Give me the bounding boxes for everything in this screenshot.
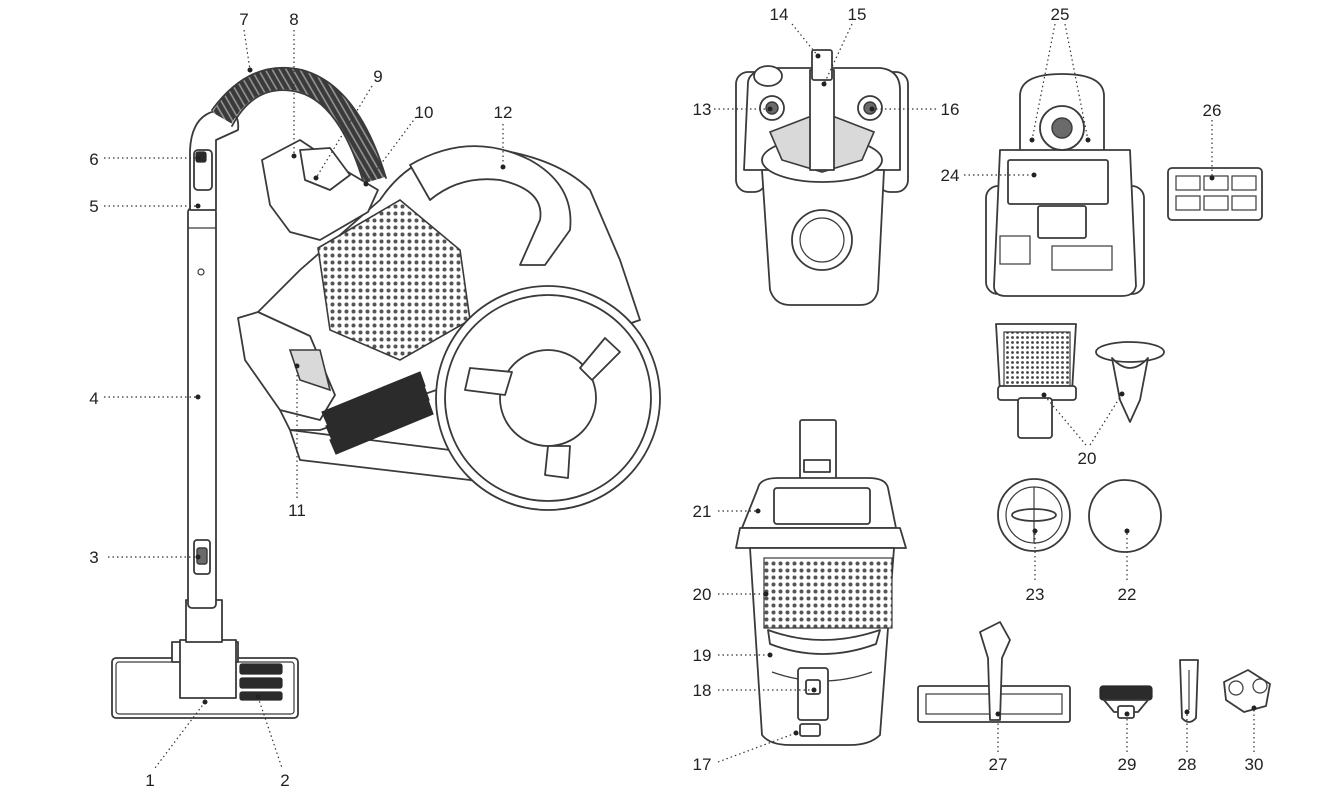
telescopic-tube — [185, 207, 223, 643]
foam-filter-disc — [997, 478, 1071, 552]
callout-28: 28 — [1178, 755, 1197, 774]
callout-13: 13 — [693, 100, 712, 119]
floor-tool — [917, 621, 1071, 723]
hose — [211, 66, 387, 185]
tool-holder-clip — [1223, 669, 1271, 713]
callout-1: 1 — [145, 771, 154, 790]
vacuum-body — [237, 139, 641, 501]
side-vents — [321, 371, 434, 455]
dust-container — [735, 419, 907, 746]
callout-20-container: 20 — [693, 585, 712, 604]
grille-filter — [1167, 167, 1263, 221]
callout-11: 11 — [288, 501, 306, 520]
callout-16: 16 — [941, 100, 960, 119]
callout-numbers: 1 2 3 4 5 6 7 8 9 10 11 12 13 14 15 16 1… — [89, 5, 1263, 790]
callout-14: 14 — [770, 5, 789, 24]
crevice-tool — [1179, 659, 1199, 723]
callout-12: 12 — [494, 103, 513, 122]
callout-27: 27 — [989, 755, 1008, 774]
floor-brush — [111, 639, 299, 719]
callout-9: 9 — [373, 67, 382, 86]
cyclone-filter-set — [995, 323, 1165, 439]
callout-26: 26 — [1203, 101, 1222, 120]
callout-25: 25 — [1051, 5, 1070, 24]
callout-24: 24 — [941, 166, 960, 185]
rear-view — [985, 73, 1145, 297]
wheel — [435, 285, 661, 511]
callout-leaders — [104, 23, 1257, 769]
upholstery-brush — [1099, 685, 1153, 719]
callout-17: 17 — [693, 755, 712, 774]
callout-6: 6 — [89, 150, 98, 169]
handle — [189, 109, 240, 211]
callout-3: 3 — [89, 548, 98, 567]
callout-7: 7 — [239, 10, 248, 29]
callout-5: 5 — [89, 197, 98, 216]
top-view — [735, 49, 909, 306]
callout-23: 23 — [1026, 585, 1045, 604]
callout-22: 22 — [1118, 585, 1137, 604]
callout-18: 18 — [693, 681, 712, 700]
callout-10: 10 — [415, 103, 434, 122]
callout-15: 15 — [848, 5, 867, 24]
round-filter-pad — [1088, 479, 1162, 553]
callout-29: 29 — [1118, 755, 1137, 774]
callout-4: 4 — [89, 389, 98, 408]
callout-8: 8 — [289, 10, 298, 29]
callout-2: 2 — [280, 771, 289, 790]
callout-20-filters: 20 — [1078, 449, 1097, 468]
callout-19: 19 — [693, 646, 712, 665]
callout-21: 21 — [693, 502, 712, 521]
callout-30: 30 — [1245, 755, 1264, 774]
